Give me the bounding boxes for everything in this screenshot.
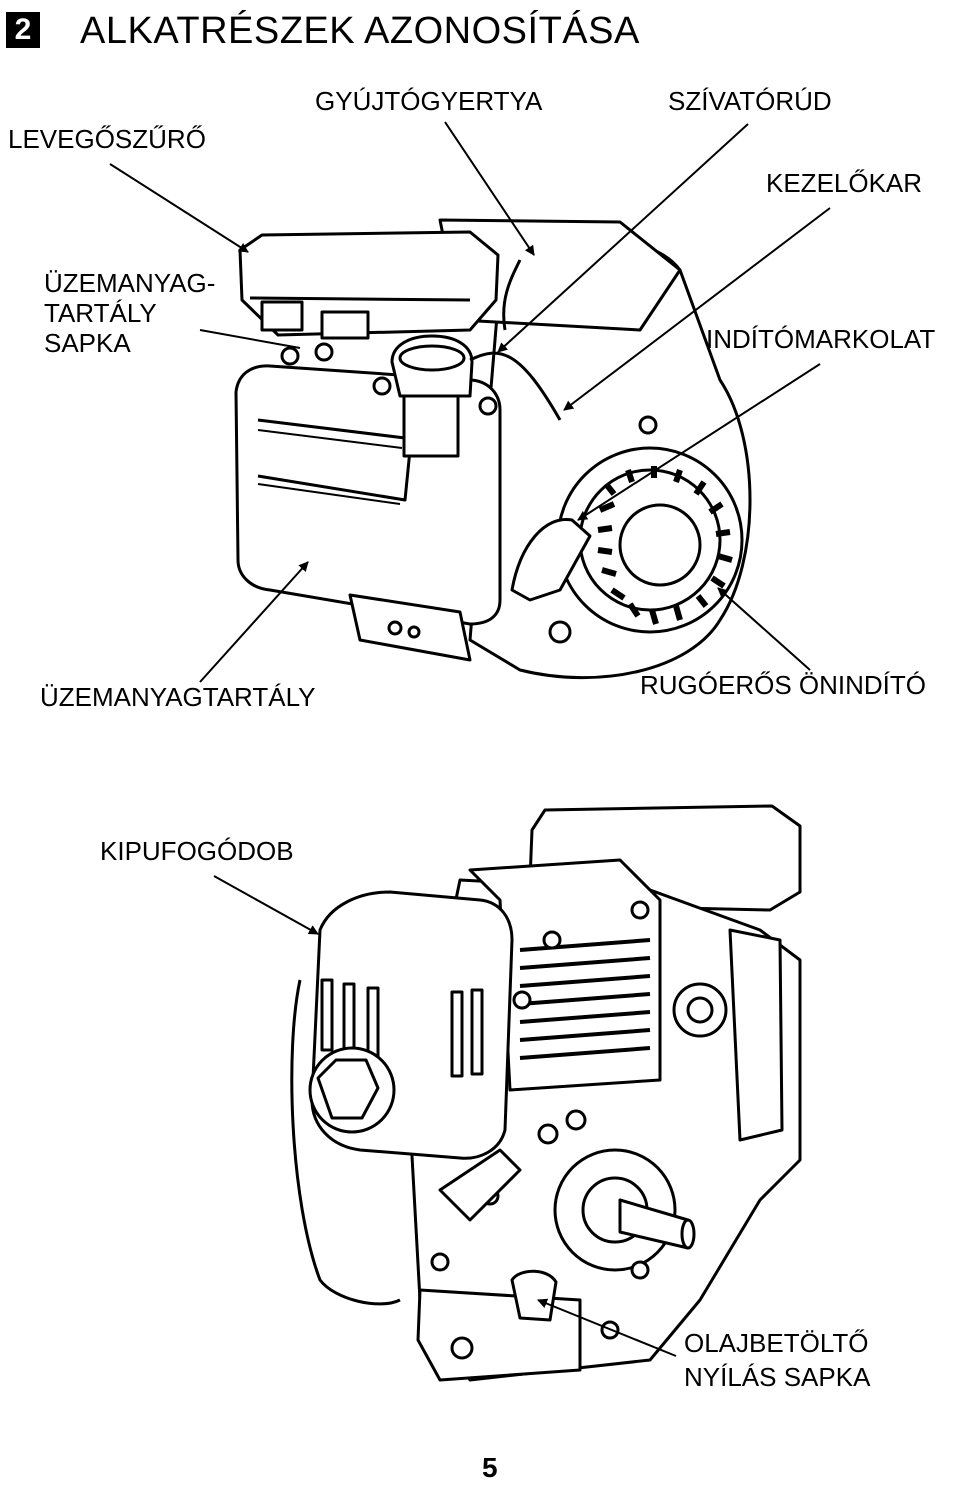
label-fuel-cap-line2: TARTÁLY — [44, 298, 157, 328]
page-title: ALKATRÉSZEK AZONOSÍTÁSA — [80, 10, 640, 52]
top-engine-drawing — [234, 218, 752, 680]
label-recoil-starter: RUGÓERŐS ÖNINDÍTÓ — [640, 670, 927, 700]
label-spark-plug: GYÚJTÓGYERTYA — [315, 86, 543, 116]
label-muffler: KIPUFOGÓDOB — [100, 836, 294, 866]
label-starter-grip: INDÍTÓMARKOLAT — [706, 324, 936, 354]
label-oil-cap-line2: NYÍLÁS SAPKA — [684, 1362, 871, 1392]
label-control-lever: KEZELŐKAR — [766, 168, 923, 198]
top-leader-lines — [109, 121, 831, 683]
bottom-engine-drawing — [290, 804, 802, 1382]
page-number: 5 — [482, 1452, 498, 1483]
section-number-badge: 2 — [6, 12, 40, 48]
label-choke-rod: SZÍVATÓRÚD — [668, 86, 832, 116]
label-fuel-cap-line1: ÜZEMANYAG- — [44, 268, 216, 298]
label-fuel-tank: ÜZEMANYAGTARTÁLY — [40, 682, 316, 712]
label-oil-cap-line1: OLAJBETÖLTŐ — [684, 1328, 869, 1358]
label-air-cleaner: LEVEGŐSZŰRŐ — [8, 124, 206, 154]
label-fuel-cap-line3: SAPKA — [44, 328, 131, 358]
bottom-leader-lines — [213, 875, 677, 1357]
